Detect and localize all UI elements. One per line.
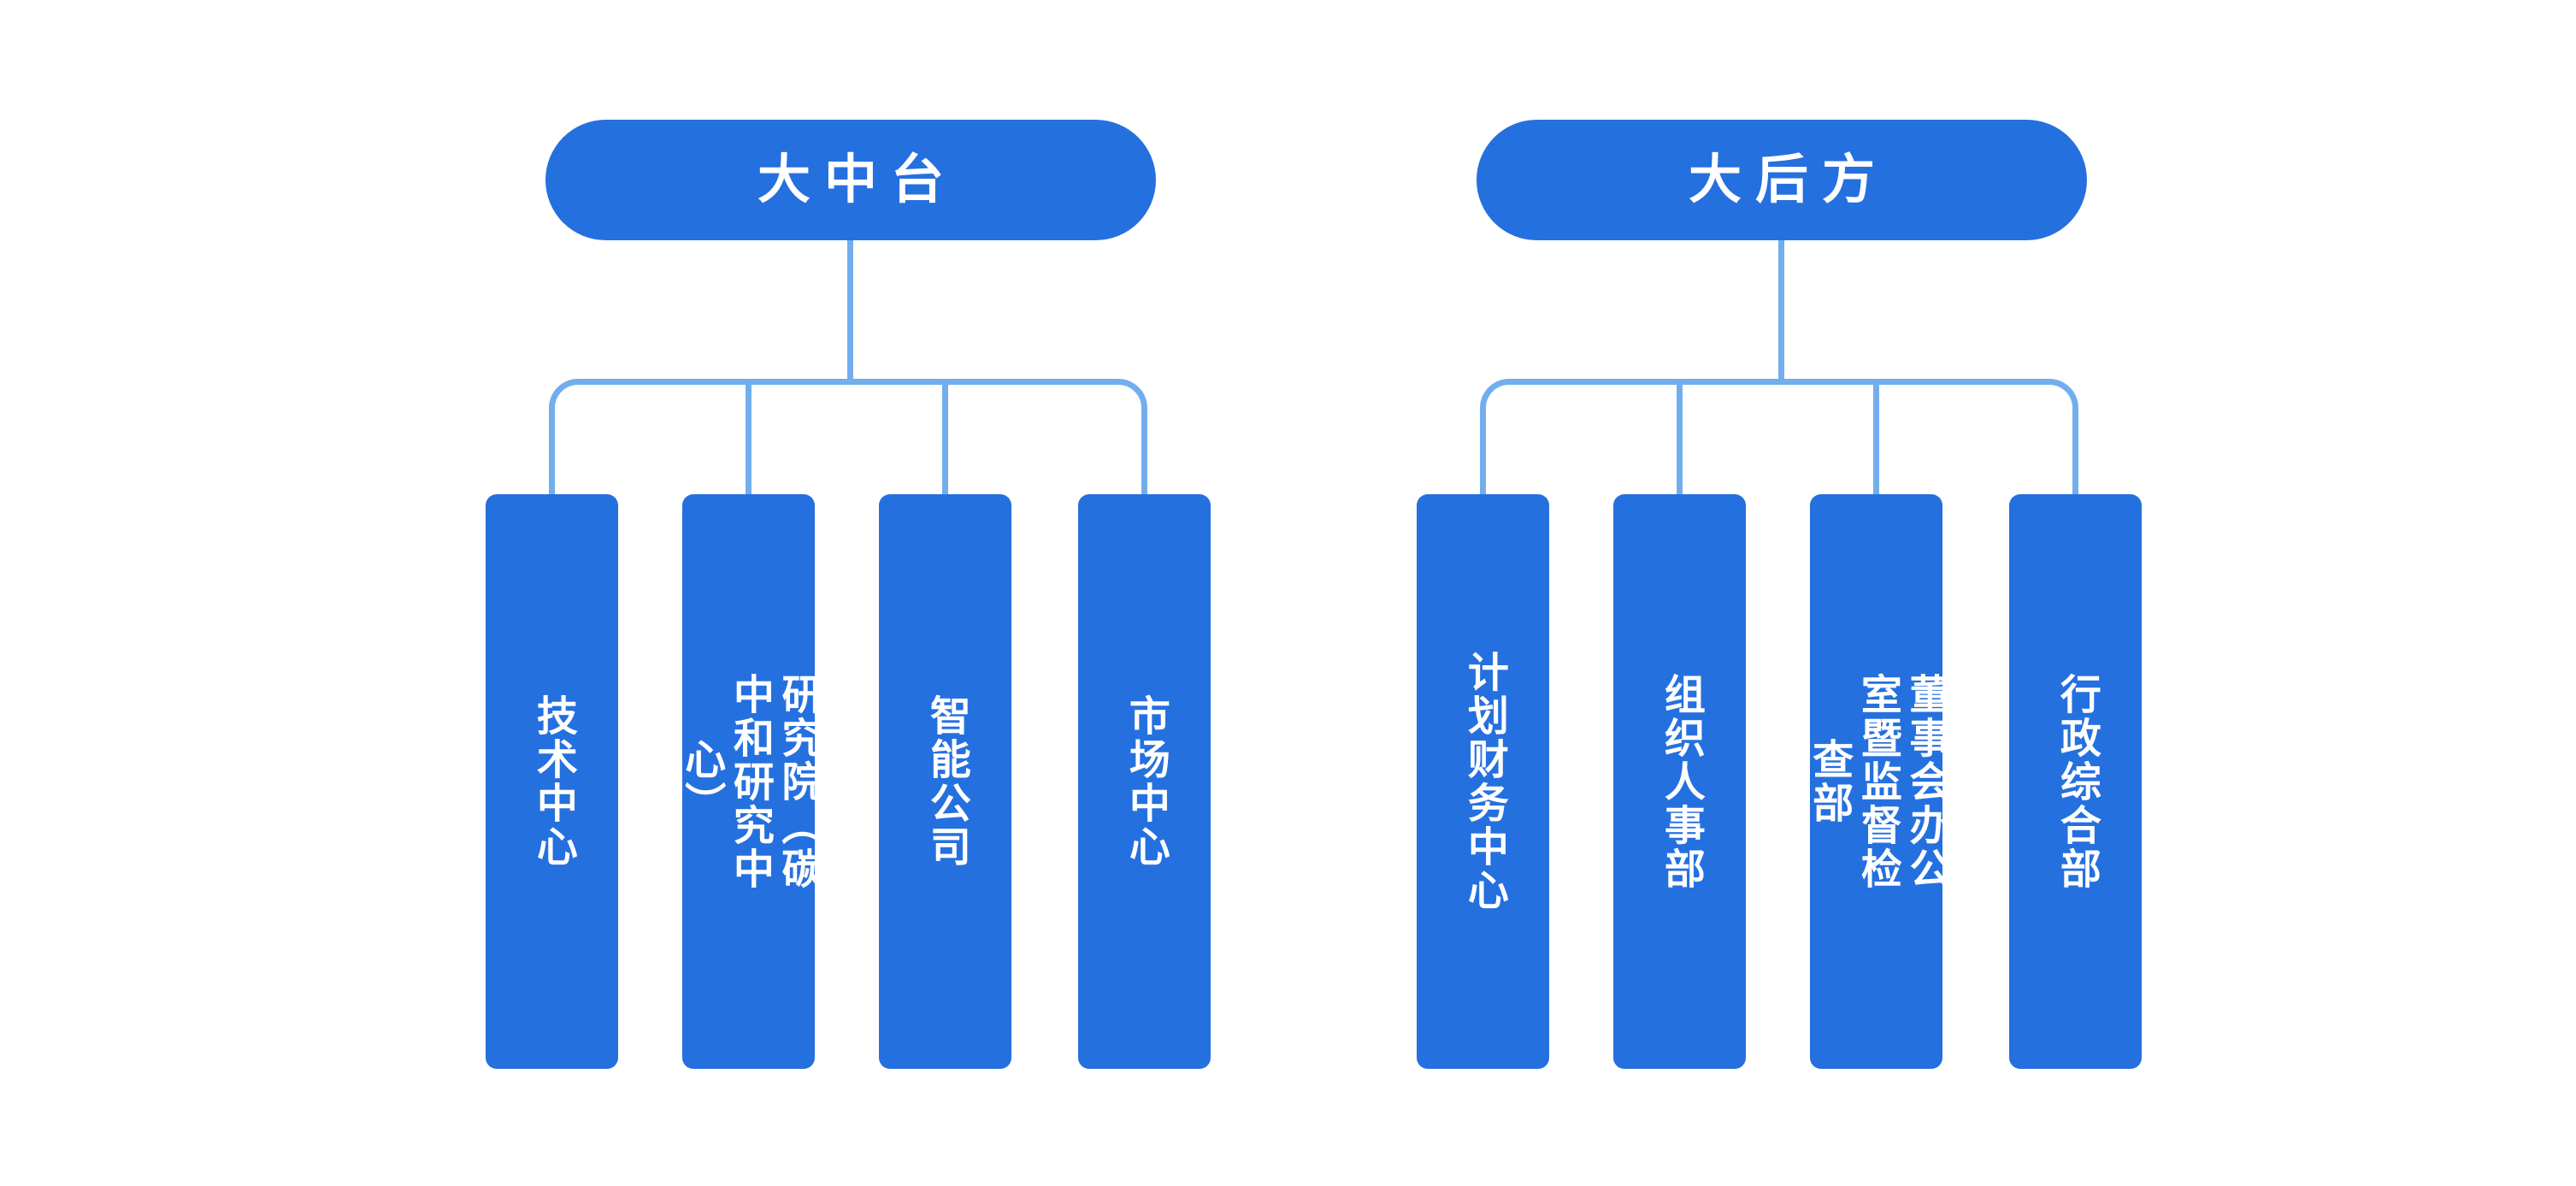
node-jihua-caiwu-zhongxin[interactable]: 计划财务中心 — [1417, 494, 1549, 1069]
connector-rail-houfang — [1480, 379, 2078, 430]
node-yanjiuyuan[interactable]: 研究院（碳中和研究中心） — [682, 494, 815, 1069]
node-label: 计划财务中心 — [1460, 651, 1506, 912]
connector-drop-houfang-3 — [2072, 419, 2078, 496]
node-jishu-zhongxin[interactable]: 技术中心 — [486, 494, 618, 1069]
connector-stem-houfang — [1778, 240, 1784, 382]
node-zuzhi-renshi-bu[interactable]: 组织人事部 — [1613, 494, 1746, 1069]
group-header-label: 大后方 — [1688, 150, 1889, 209]
node-label: 行政综合部 — [2053, 672, 2099, 891]
connector-drop-zhongtai-1 — [746, 382, 752, 496]
group-header-zhongtai[interactable]: 大中台 — [545, 120, 1156, 240]
group-header-label: 大中台 — [757, 150, 958, 209]
connector-drop-zhongtai-0 — [549, 419, 555, 496]
node-dongshihui-bangongshi[interactable]: 董事会办公室暨监督检查部 — [1810, 494, 1942, 1069]
connector-rail-zhongtai — [549, 379, 1147, 430]
connector-drop-zhongtai-2 — [942, 382, 948, 496]
connector-drop-houfang-0 — [1480, 419, 1486, 496]
node-label: 组织人事部 — [1657, 672, 1703, 891]
group-header-houfang[interactable]: 大后方 — [1477, 120, 2087, 240]
node-label: 智能公司 — [923, 694, 969, 869]
node-zhineng-gongsi[interactable]: 智能公司 — [879, 494, 1011, 1069]
node-label: 研究院（碳中和研究中心） — [682, 672, 815, 891]
connector-drop-houfang-2 — [1873, 382, 1879, 496]
node-label: 市场中心 — [1122, 694, 1168, 869]
connector-drop-zhongtai-3 — [1141, 419, 1147, 496]
node-label: 董事会办公室暨监督检查部 — [1810, 672, 1942, 891]
node-label: 技术中心 — [529, 694, 575, 869]
node-xingzheng-zonghe-bu[interactable]: 行政综合部 — [2009, 494, 2142, 1069]
connector-drop-houfang-1 — [1677, 382, 1683, 496]
connector-stem-zhongtai — [847, 240, 853, 382]
node-shichang-zhongxin[interactable]: 市场中心 — [1078, 494, 1211, 1069]
